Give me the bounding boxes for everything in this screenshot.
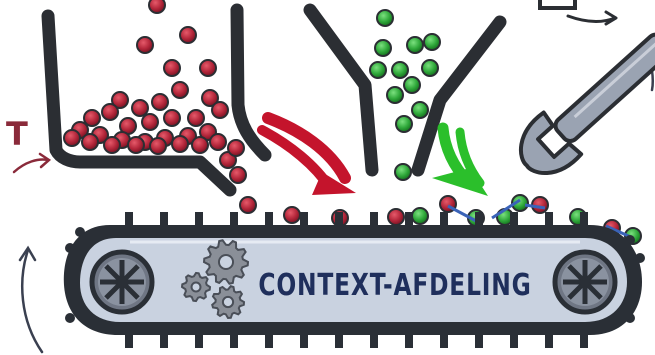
belt-tooth-top xyxy=(195,212,203,228)
belt-tooth-bottom xyxy=(510,332,518,348)
red-ball xyxy=(201,89,219,107)
belt-tooth-top xyxy=(545,212,553,228)
belt-tooth-bottom xyxy=(125,332,133,348)
red-ball xyxy=(81,133,99,151)
belt-tooth-top xyxy=(370,212,378,228)
side-letter-fragment: T xyxy=(6,115,28,153)
belt-tooth-top xyxy=(300,212,308,228)
gear-icon xyxy=(211,285,246,320)
green-ball xyxy=(395,115,413,133)
belt-tooth-side xyxy=(65,313,75,323)
belt-tooth-bottom xyxy=(265,332,273,348)
belt-tooth-top xyxy=(230,212,238,228)
belt-tooth-bottom xyxy=(195,332,203,348)
red-balls xyxy=(63,0,621,237)
belt-label: CONTEXT-AFDELING xyxy=(258,268,531,303)
green-ball xyxy=(423,33,441,51)
red-ball xyxy=(136,36,154,54)
red-ball xyxy=(141,113,159,131)
red-ball xyxy=(179,26,197,44)
y-chute-icon xyxy=(303,3,507,177)
red-ball xyxy=(83,109,101,127)
red-ball xyxy=(63,129,81,147)
green-ball xyxy=(374,39,392,57)
red-ball xyxy=(209,133,227,151)
red-ball xyxy=(101,103,119,121)
belt-teeth xyxy=(65,212,645,348)
green-ball xyxy=(386,86,404,104)
green-ball xyxy=(376,9,394,27)
top-right-arrow-icon xyxy=(538,0,618,26)
red-ball xyxy=(171,81,189,99)
red-ball xyxy=(199,59,217,77)
belt-tooth-bottom xyxy=(300,332,308,348)
green-ball xyxy=(421,59,439,77)
red-ball xyxy=(229,166,247,184)
belt-tooth-top xyxy=(475,212,483,228)
belt-tooth-top xyxy=(125,212,133,228)
gears-icon xyxy=(180,239,250,320)
gear-icon xyxy=(180,271,212,303)
left-wheel-icon xyxy=(89,249,155,315)
wrench-icon xyxy=(519,32,655,176)
red-ball xyxy=(211,101,229,119)
green-ball xyxy=(403,76,421,94)
red-ball xyxy=(127,136,145,154)
red-ball xyxy=(103,136,121,154)
green-ball xyxy=(411,101,429,119)
red-ball xyxy=(191,136,209,154)
green-ball xyxy=(406,36,424,54)
belt-tooth-bottom xyxy=(370,332,378,348)
green-ball xyxy=(411,207,429,225)
red-ball xyxy=(111,91,129,109)
red-ball xyxy=(187,109,205,127)
belt-tooth-bottom xyxy=(160,332,168,348)
green-ball xyxy=(511,194,529,212)
red-ball xyxy=(163,109,181,127)
right-wheel-icon xyxy=(552,249,618,315)
red-ball xyxy=(239,196,257,214)
red-ball xyxy=(227,139,245,157)
red-ball xyxy=(131,99,149,117)
red-ball xyxy=(171,135,189,153)
red-ball xyxy=(149,137,167,155)
belt-tooth-top xyxy=(335,212,343,228)
belt-tooth-top xyxy=(440,212,448,228)
red-ball xyxy=(148,0,166,14)
red-arrow-icon xyxy=(257,112,356,195)
side-arrow-icon xyxy=(12,152,52,174)
gear-icon xyxy=(202,239,250,285)
belt-tooth-top xyxy=(405,212,413,228)
belt-tooth-bottom xyxy=(440,332,448,348)
red-ball xyxy=(151,93,169,111)
belt-tooth-top xyxy=(160,212,168,228)
belt-tooth-bottom xyxy=(475,332,483,348)
belt-tooth-bottom xyxy=(405,332,413,348)
belt-tooth-top xyxy=(580,212,588,228)
belt-tooth-top xyxy=(510,212,518,228)
red-ball xyxy=(283,206,301,224)
red-ball xyxy=(387,208,405,226)
belt-tooth-bottom xyxy=(580,332,588,348)
green-ball xyxy=(369,61,387,79)
funnel-icon xyxy=(41,3,272,197)
green-ball xyxy=(394,163,412,181)
belt-tooth-bottom xyxy=(545,332,553,348)
green-balls xyxy=(369,9,642,245)
belt-tooth-bottom xyxy=(230,332,238,348)
green-arrow-icon xyxy=(432,122,488,196)
red-ball xyxy=(163,59,181,77)
belt-tooth-bottom xyxy=(335,332,343,348)
belt-tooth-top xyxy=(265,212,273,228)
green-ball xyxy=(391,61,409,79)
